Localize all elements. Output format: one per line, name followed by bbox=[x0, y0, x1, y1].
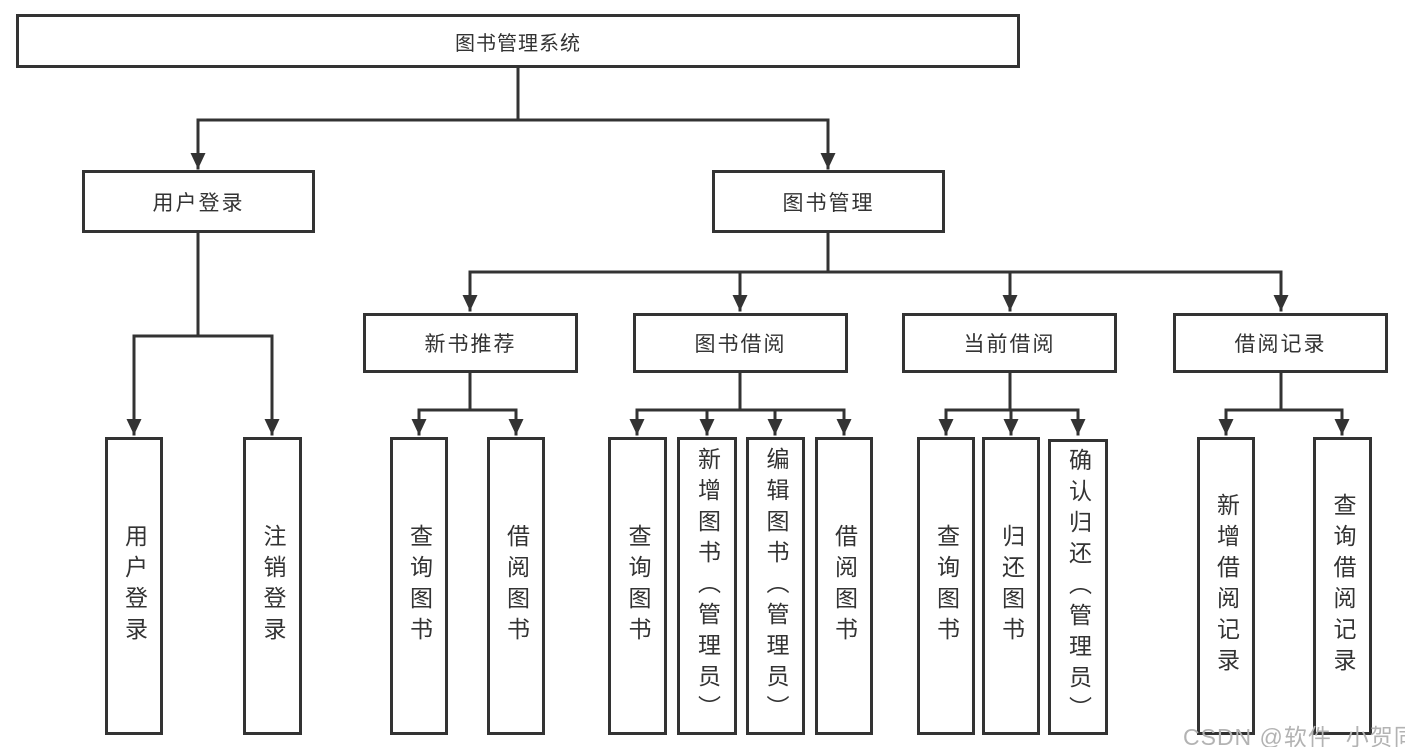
node-borrow-record-label: 借阅记录 bbox=[1234, 333, 1327, 356]
leaf-recommend-borrow-book: 借阅图书 bbox=[487, 437, 545, 735]
leaf-confirm-return-admin-label: 确认归还（管理员） bbox=[1065, 447, 1092, 727]
leaf-recommend-query-book-label: 查询图书 bbox=[406, 524, 433, 648]
leaf-logout-label: 注销登录 bbox=[260, 524, 286, 648]
node-book-management-label: 图书管理 bbox=[782, 191, 875, 215]
node-current-borrow-label: 当前借阅 bbox=[963, 333, 1056, 356]
node-book-management: 图书管理 bbox=[712, 170, 945, 233]
leaf-current-query-book: 查询图书 bbox=[917, 437, 975, 735]
node-user-login-label: 用户登录 bbox=[152, 191, 245, 215]
leaf-return-book-label: 归还图书 bbox=[998, 524, 1025, 648]
leaf-edit-book-admin-label: 编辑图书（管理员） bbox=[763, 446, 789, 726]
leaf-confirm-return-admin: 确认归还（管理员） bbox=[1048, 439, 1108, 735]
leaf-edit-book-admin: 编辑图书（管理员） bbox=[746, 437, 805, 735]
node-book-borrow: 图书借阅 bbox=[633, 313, 848, 373]
node-system-root-label: 图书管理系统 bbox=[455, 32, 581, 55]
node-new-book-recommend-label: 新书推荐 bbox=[424, 333, 517, 356]
leaf-add-book-admin: 新增图书（管理员） bbox=[677, 437, 737, 735]
leaf-borrow-query-book-label: 查询图书 bbox=[625, 524, 651, 648]
node-current-borrow: 当前借阅 bbox=[902, 313, 1117, 373]
leaf-borrow-book: 借阅图书 bbox=[815, 437, 873, 735]
node-user-login: 用户登录 bbox=[82, 170, 315, 233]
leaf-logout: 注销登录 bbox=[243, 437, 302, 735]
node-system-root: 图书管理系统 bbox=[16, 14, 1020, 68]
leaf-user-login-label: 用户登录 bbox=[121, 524, 148, 648]
leaf-current-query-book-label: 查询图书 bbox=[933, 524, 960, 648]
leaf-add-book-admin-label: 新增图书（管理员） bbox=[694, 446, 721, 726]
leaf-borrow-query-book: 查询图书 bbox=[608, 437, 667, 735]
leaf-add-borrow-record: 新增借阅记录 bbox=[1197, 437, 1255, 735]
leaf-recommend-borrow-book-label: 借阅图书 bbox=[503, 524, 530, 648]
leaf-query-borrow-record-label: 查询借阅记录 bbox=[1330, 493, 1356, 679]
leaf-add-borrow-record-label: 新增借阅记录 bbox=[1213, 493, 1240, 679]
csdn-watermark: CSDN @软件_小贺同学 bbox=[1183, 724, 1405, 747]
leaf-user-login: 用户登录 bbox=[105, 437, 163, 735]
leaf-borrow-book-label: 借阅图书 bbox=[831, 524, 858, 648]
node-new-book-recommend: 新书推荐 bbox=[363, 313, 578, 373]
leaf-query-borrow-record: 查询借阅记录 bbox=[1313, 437, 1372, 735]
node-book-borrow-label: 图书借阅 bbox=[694, 333, 787, 356]
leaf-return-book: 归还图书 bbox=[982, 437, 1040, 735]
leaf-recommend-query-book: 查询图书 bbox=[390, 437, 448, 735]
node-borrow-record: 借阅记录 bbox=[1173, 313, 1388, 373]
